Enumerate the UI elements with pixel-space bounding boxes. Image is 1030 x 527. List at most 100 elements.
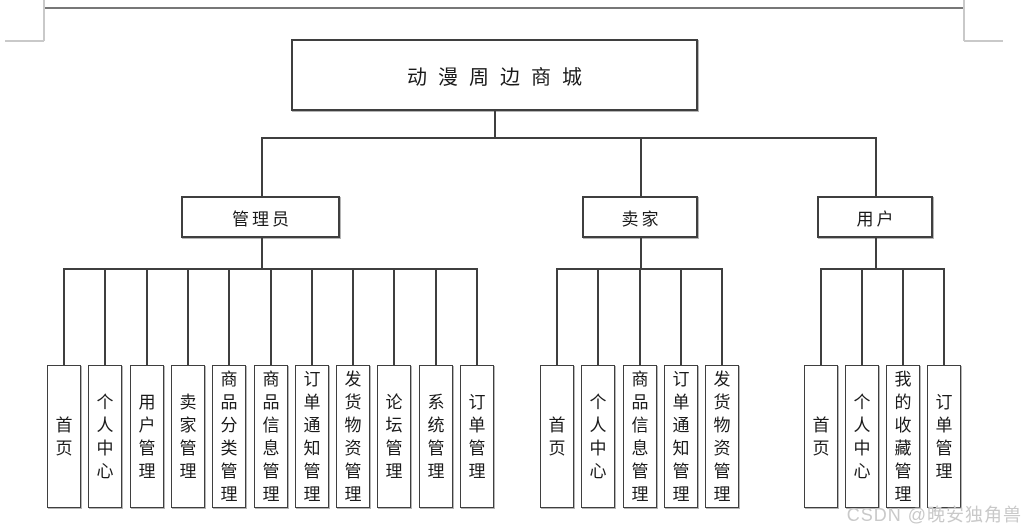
leaf-node-char: 页: [548, 438, 566, 458]
branch-node-admin: 管理员: [181, 196, 340, 238]
leaf-node-char: 统: [427, 415, 445, 435]
leaf-node-char: 资: [713, 438, 731, 458]
connector-branch-drop: [261, 137, 263, 196]
leaf-node: 卖家管理: [171, 365, 205, 508]
leaf-node-char: 管: [935, 438, 953, 458]
leaf-node-char: 人: [96, 415, 114, 435]
leaf-node-char: 息: [262, 438, 280, 458]
leaf-node-char: 理: [262, 484, 280, 504]
leaf-node-char: 中: [96, 438, 114, 458]
leaf-node-char: 页: [812, 438, 830, 458]
leaf-node: 系统管理: [419, 365, 453, 508]
leaf-node: 商品信息管理: [254, 365, 288, 508]
margin-corner-right-horizontal: [964, 40, 1003, 42]
leaf-node: 订单管理: [927, 365, 961, 508]
leaf-node-char: 单: [468, 415, 486, 435]
leaf-node-char: 首: [812, 415, 830, 435]
leaf-node-char: 管: [894, 461, 912, 481]
connector-leaf-drop: [146, 268, 148, 365]
leaf-node-char: 理: [179, 461, 197, 481]
leaf-node: 个人中心: [581, 365, 615, 508]
connector-leaf-drop: [63, 268, 65, 365]
branch-node-admin-label: 管理员: [232, 209, 292, 229]
leaf-node-char: 个: [853, 392, 871, 412]
leaf-node-char: 论: [385, 392, 403, 412]
leaf-node: 用户管理: [130, 365, 164, 508]
connector-leaf-drop: [104, 268, 106, 365]
leaf-node-char: 理: [138, 461, 156, 481]
leaf-node-char: 心: [589, 461, 607, 481]
leaf-node-char: 管: [427, 438, 445, 458]
connector-child-bus: [820, 268, 945, 270]
leaf-node: 订单通知管理: [295, 365, 329, 508]
leaf-node-char: 知: [672, 438, 690, 458]
connector-leaf-drop: [311, 268, 313, 365]
leaf-node: 个人中心: [88, 365, 122, 508]
leaf-node-char: 理: [220, 484, 238, 504]
leaf-node-char: 系: [427, 392, 445, 412]
leaf-node-char: 管: [468, 438, 486, 458]
leaf-node-char: 管: [262, 461, 280, 481]
leaf-node: 首页: [804, 365, 838, 508]
leaf-node-char: 信: [262, 415, 280, 435]
leaf-node-char: 订: [303, 369, 321, 389]
leaf-node-char: 管: [385, 438, 403, 458]
connector-leaf-drop: [680, 268, 682, 365]
leaf-node-char: 个: [96, 392, 114, 412]
leaf-node-char: 管: [713, 461, 731, 481]
leaf-node: 订单管理: [460, 365, 494, 508]
leaf-node-char: 中: [589, 438, 607, 458]
leaf-node-char: 资: [344, 438, 362, 458]
connector-leaf-drop: [187, 268, 189, 365]
leaf-node-char: 通: [303, 415, 321, 435]
leaf-node-char: 用: [138, 392, 156, 412]
root-node: 动漫周边商城: [291, 39, 698, 111]
leaf-node-char: 理: [468, 461, 486, 481]
leaf-node-char: 理: [344, 484, 362, 504]
connector-leaf-drop: [393, 268, 395, 365]
leaf-node-char: 商: [631, 369, 649, 389]
leaf-node: 订单通知管理: [664, 365, 698, 508]
leaf-node-char: 心: [853, 461, 871, 481]
connector-branch-stem: [875, 238, 877, 268]
leaf-node-char: 知: [303, 438, 321, 458]
connector-leaf-drop: [556, 268, 558, 365]
leaf-node-char: 管: [344, 461, 362, 481]
text-boundary-top-line: [44, 7, 964, 9]
leaf-node-char: 管: [138, 438, 156, 458]
leaf-node-char: 订: [672, 369, 690, 389]
margin-corner-right-vertical: [963, 0, 965, 41]
connector-top-bus: [261, 137, 877, 139]
leaf-node-char: 品: [220, 392, 238, 412]
branch-node-seller: 卖家: [582, 196, 698, 238]
connector-leaf-drop: [228, 268, 230, 365]
leaf-node-char: 商: [262, 369, 280, 389]
leaf-node-char: 发: [344, 369, 362, 389]
leaf-node-char: 理: [385, 461, 403, 481]
connector-leaf-drop: [721, 268, 723, 365]
leaf-node-char: 信: [631, 415, 649, 435]
connector-leaf-drop: [435, 268, 437, 365]
branch-node-seller-label: 卖家: [621, 209, 662, 229]
connector-branch-stem: [640, 238, 642, 268]
leaf-node: 商品信息管理: [623, 365, 657, 508]
leaf-node: 商品分类管理: [212, 365, 246, 508]
branch-node-user: 用户: [817, 196, 933, 238]
leaf-node: 个人中心: [845, 365, 879, 508]
leaf-node-char: 理: [631, 484, 649, 504]
connector-leaf-drop: [902, 268, 904, 365]
leaf-node-char: 息: [631, 438, 649, 458]
leaf-node-char: 物: [713, 415, 731, 435]
leaf-node-char: 类: [220, 438, 238, 458]
leaf-node-char: 理: [672, 484, 690, 504]
root-node-label: 动漫周边商城: [407, 66, 593, 89]
leaf-node-char: 品: [262, 392, 280, 412]
leaf-node: 首页: [540, 365, 574, 508]
leaf-node-char: 首: [548, 415, 566, 435]
leaf-node-char: 人: [589, 415, 607, 435]
leaf-node-char: 的: [894, 392, 912, 412]
margin-corner-left-vertical: [43, 0, 45, 41]
leaf-node-char: 卖: [179, 392, 197, 412]
leaf-node-char: 发: [713, 369, 731, 389]
leaf-node-char: 管: [303, 461, 321, 481]
